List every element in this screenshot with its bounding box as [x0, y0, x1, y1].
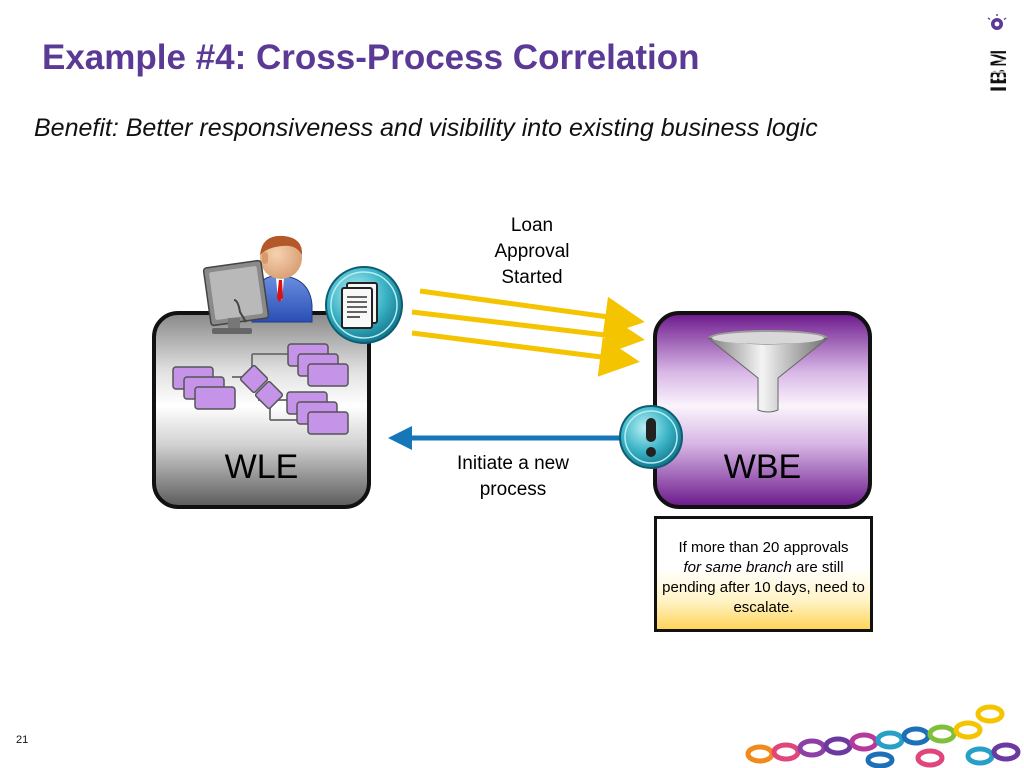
wbe-label: WBE [723, 448, 802, 486]
rule-text-part3: are still pending after 10 days, need to… [662, 559, 865, 616]
event-arrow-3 [411, 330, 640, 377]
rule-text-italic: for same branch [683, 559, 792, 576]
wle-box: WLE [152, 311, 371, 509]
slide-title: Example #4: Cross-Process Correlation [42, 38, 700, 77]
event-arrow-1 [419, 288, 645, 337]
event-arrows [411, 288, 645, 377]
process-diagram-icon [172, 343, 349, 435]
page-number: 21 [16, 734, 29, 746]
action-arrow [388, 426, 625, 450]
funnel-icon [707, 330, 829, 413]
event-label-line2: Approval [494, 241, 570, 262]
decorative-chain-graphic [745, 704, 1021, 768]
action-label-line1: Initiate a new [457, 453, 569, 474]
event-arrow-2 [411, 309, 645, 355]
event-label-line1: Loan [510, 215, 554, 236]
ibm-logo: IBM [986, 14, 1011, 92]
event-label-line3: Started [501, 267, 563, 288]
ibm-logo-text: IBM [986, 49, 1011, 92]
exclamation-icon [619, 405, 683, 469]
rule-text-part1: If more than 20 approvals [678, 539, 849, 556]
action-label: Initiate a new process [428, 451, 598, 503]
person-at-computer-icon [202, 235, 313, 334]
wle-label: WLE [224, 448, 299, 486]
document-icon [325, 266, 403, 344]
rule-box: If more than 20 approvals for same branc… [654, 516, 873, 632]
event-label: Loan Approval Started [470, 213, 594, 291]
action-label-line2: process [479, 479, 547, 500]
slide-subtitle: Benefit: Better responsiveness and visib… [34, 114, 818, 142]
